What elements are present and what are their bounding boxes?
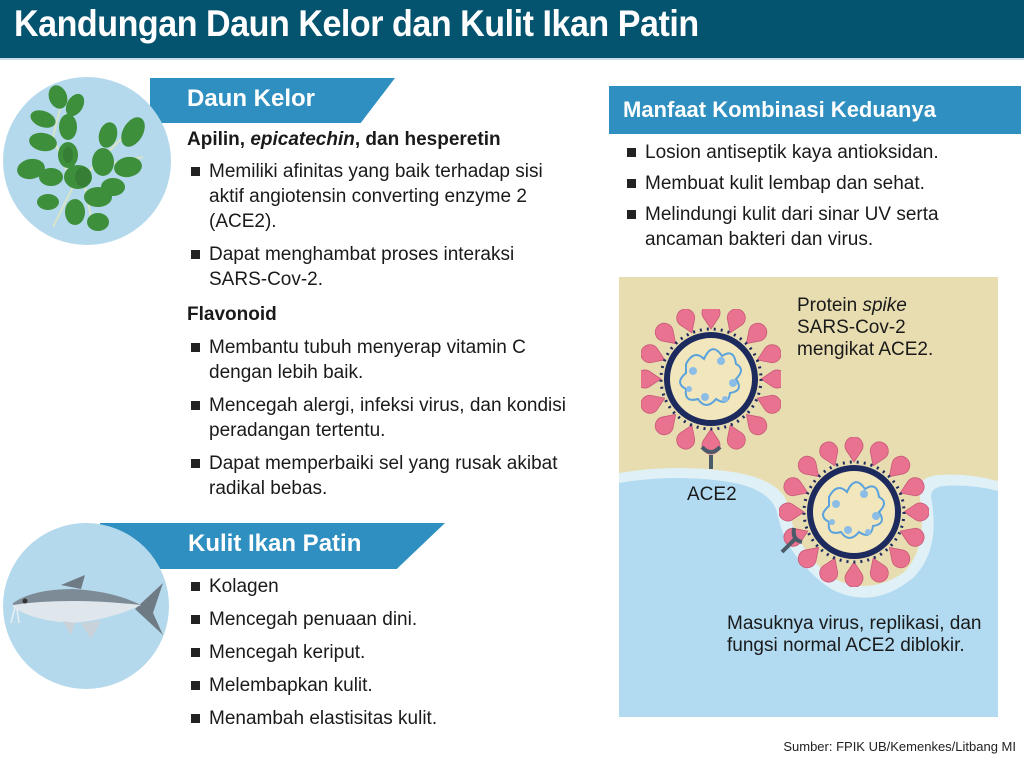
list-item: Kolagen [189,574,509,599]
list-item: Dapat memperbaiki sel yang rusak akibat … [189,451,574,501]
daun-kelor-title: Daun Kelor [187,85,316,112]
daun-kelor-group-2-heading: Flavonoid [187,304,277,325]
daun-kelor-group-2-list: Membantu tubuh menyerap vitamin C dengan… [189,335,574,509]
virus-icon [641,309,781,469]
kulit-ikan-patin-banner: Kulit Ikan Patin [100,523,445,569]
list-item: Memiliki afinitas yang baik terhadap sis… [189,159,569,234]
ace2-receptor-label: ACE2 [687,484,737,505]
list-item: Mencegah keriput. [189,640,509,665]
internalized-virus-icon [779,437,929,587]
manfaat-title-box: Manfaat Kombinasi Keduanya [609,86,1021,134]
list-item: Mencegah alergi, infeksi virus, dan kond… [189,393,574,443]
list-item: Mencegah penuaan dini. [189,607,509,632]
list-item: Dapat menghambat proses interaksi SARS-C… [189,242,569,292]
daun-kelor-banner: Daun Kelor [150,78,395,123]
manfaat-title: Manfaat Kombinasi Keduanya [623,97,936,122]
fish-icon [10,575,163,639]
source-credit: Sumber: FPIK UB/Kemenkes/Litbang MI [783,739,1016,754]
manfaat-list: Losion antiseptik kaya antioksidan. Memb… [625,140,1010,260]
list-item: Melembapkan kulit. [189,673,509,698]
virus-ace2-diagram: Protein spike SARS-Cov-2 mengikat ACE2. … [619,277,998,717]
header-bar: Kandungan Daun Kelor dan Kulit Ikan Pati… [0,0,1024,60]
list-item: Menambah elastisitas kulit. [189,706,509,731]
list-item: Membantu tubuh menyerap vitamin C dengan… [189,335,574,385]
blocked-label: Masuknya virus, replikasi, dan fungsi no… [727,613,982,656]
page-title: Kandungan Daun Kelor dan Kulit Ikan Pati… [14,3,699,44]
moringa-leaves-icon [17,85,145,231]
spike-protein-label: Protein spike SARS-Cov-2 mengikat ACE2. [797,295,934,360]
kulit-ikan-patin-title: Kulit Ikan Patin [188,530,362,557]
daun-kelor-group-1-list: Memiliki afinitas yang baik terhadap sis… [189,159,569,300]
list-item: Melindungi kulit dari sinar UV serta anc… [625,202,1010,252]
patin-fish-illustration [3,523,169,689]
daun-kelor-group-1-heading: Apilin, epicatechin, dan hesperetin [187,129,501,150]
list-item: Losion antiseptik kaya antioksidan. [625,140,1010,165]
moringa-leaves-illustration [3,77,171,245]
cell-membrane-illustration [619,277,998,717]
list-item: Membuat kulit lembap dan sehat. [625,171,1010,196]
kulit-ikan-patin-list: Kolagen Mencegah penuaan dini. Mencegah … [189,574,509,739]
